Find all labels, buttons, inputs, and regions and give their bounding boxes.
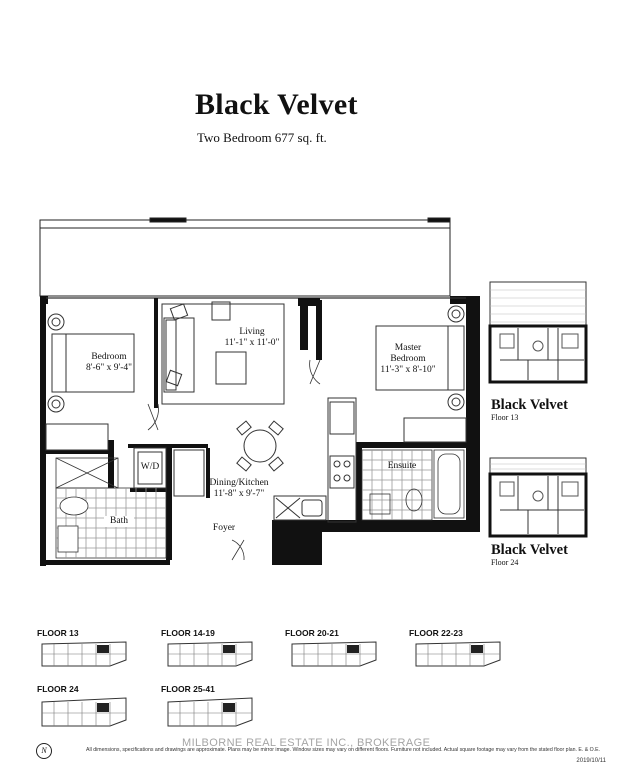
dining-name: Dining/Kitchen	[209, 478, 269, 488]
living-label: Living 11'-1" x 11'-0"	[222, 327, 282, 349]
plan-title: Black Velvet	[195, 88, 358, 121]
disclaimer-text: All dimensions, specifications and drawi…	[86, 747, 600, 753]
dining-label: Dining/Kitchen 11'-8" x 9'-7"	[206, 478, 272, 500]
doors	[147, 359, 321, 561]
plan-subtitle: Two Bedroom 677 sq. ft.	[197, 130, 327, 145]
side-title-1: Black Velvet	[491, 397, 568, 413]
master-name-2: Bedroom	[390, 354, 426, 364]
foyer-label: Foyer	[212, 523, 236, 533]
floor-key-plate-13	[41, 641, 127, 667]
floor-key-label-24: FLOOR 24	[37, 684, 79, 694]
wd-label: W/D	[140, 462, 160, 472]
dining-kitchen	[236, 397, 357, 523]
master-furniture	[375, 305, 467, 443]
floor-key-plate-25-41	[167, 697, 253, 727]
compass-icon: N	[36, 743, 52, 759]
floor-key-label-20-21: FLOOR 20-21	[285, 628, 339, 638]
interior-walls	[46, 298, 466, 560]
floor-key-plate-14-19	[167, 641, 253, 667]
side-title-2: Black Velvet	[491, 542, 568, 558]
plan-date: 2019/10/11	[576, 758, 606, 764]
floor-key-label-25-41: FLOOR 25-41	[161, 684, 215, 694]
living-name: Living	[239, 327, 265, 337]
floor-key-label-14-19: FLOOR 14-19	[161, 628, 215, 638]
floor-key-plate-22-23	[415, 641, 501, 667]
balcony	[39, 217, 451, 297]
master-dims: 11'-3" x 8'-10"	[380, 365, 436, 375]
living-furniture	[161, 301, 285, 405]
side-plan-floor-13	[488, 281, 588, 384]
bedroom-furniture	[45, 313, 135, 451]
bedroom-name: Bedroom	[91, 352, 127, 362]
brokerage-watermark: MILBORNE REAL ESTATE INC., BROKERAGE	[182, 737, 431, 749]
master-name: Master	[394, 343, 422, 353]
bath-label: Bath	[104, 516, 134, 527]
bedroom-dims: 8'-6" x 9'-4"	[85, 363, 132, 373]
ensuite-fixtures	[361, 449, 465, 521]
floor-key-plate-20-21	[291, 641, 377, 667]
master-label: Master Bedroom 11'-3" x 8'-10"	[380, 343, 436, 376]
exterior-walls	[40, 296, 480, 566]
side-floor-2: Floor 24	[491, 558, 519, 567]
living-dims: 11'-1" x 11'-0"	[224, 338, 280, 348]
floor-key-label-13: FLOOR 13	[37, 628, 79, 638]
floor-key-plate-24	[41, 697, 127, 727]
bedroom-label: Bedroom 8'-6" x 9'-4"	[82, 352, 136, 374]
dining-dims: 11'-8" x 9'-7"	[213, 489, 265, 499]
bath-fixtures	[55, 457, 167, 559]
floor-key-label-22-23: FLOOR 22-23	[409, 628, 463, 638]
side-floor-1: Floor 13	[491, 413, 519, 422]
ensuite-label: Ensuite	[387, 461, 417, 471]
side-plan-floor-24	[488, 457, 588, 538]
